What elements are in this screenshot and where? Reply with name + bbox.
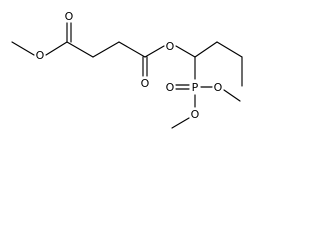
atom-o-p-methoxy-bottom: O <box>191 108 200 121</box>
atom-o-phosphoryl: O <box>166 81 175 94</box>
molecule-svg: O O O O P O O O <box>11 10 243 129</box>
atom-o-methoxy-left: O <box>36 49 45 62</box>
bond-o-link-ch <box>175 45 196 58</box>
atom-p-phosphonate: P <box>192 81 199 94</box>
bond-butyl1-butyl2 <box>216 41 243 58</box>
atom-o-ester-link: O <box>166 40 175 53</box>
bond-ch-butyl1 <box>194 41 218 58</box>
atom-o-carbonyl-top: O <box>65 10 74 23</box>
bond-methyl-o-left <box>11 41 35 56</box>
atom-o-p-methoxy-right: O <box>214 81 223 94</box>
atom-o-carbonyl-bottom: O <box>141 77 150 90</box>
bond-o-left-c1 <box>45 41 68 56</box>
bond-c3-c4 <box>118 41 146 58</box>
bond-c4-o-link <box>144 45 165 58</box>
structure-diagram: O O O O P O O O <box>0 0 256 146</box>
bond-o-bottom-methyl <box>171 117 190 129</box>
bond-o-right-methyl <box>223 89 241 102</box>
bond-c1-c2 <box>66 41 94 58</box>
bond-c2-c3 <box>92 41 120 58</box>
